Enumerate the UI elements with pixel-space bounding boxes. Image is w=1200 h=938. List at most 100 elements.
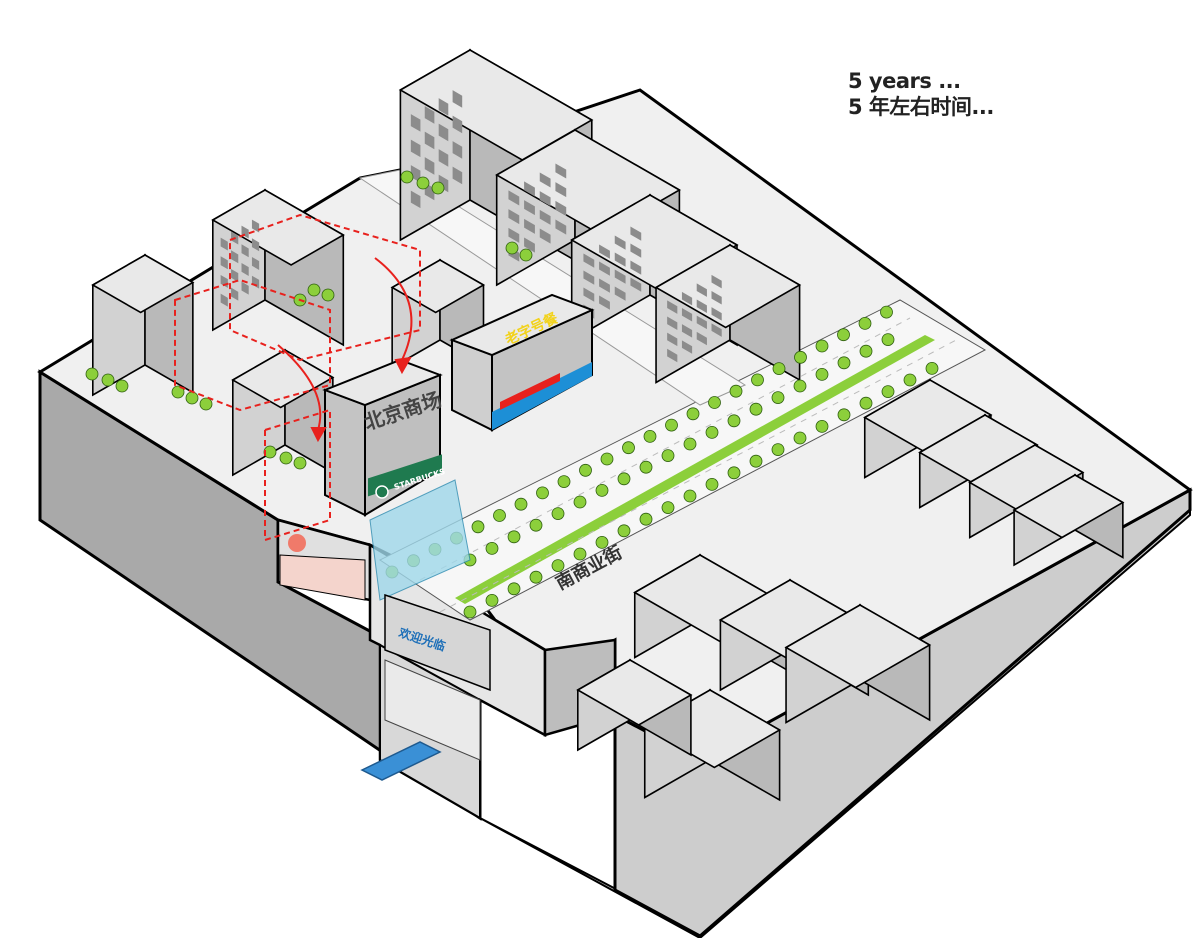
tree-icon — [793, 431, 807, 445]
building-window — [614, 286, 626, 301]
tree-icon — [321, 288, 335, 302]
tree-icon — [771, 443, 785, 457]
building-roof — [231, 349, 335, 409]
mall-building: 北京商场 STARBUCKS — [322, 358, 447, 517]
tree-icon — [665, 418, 678, 432]
tree-icon — [431, 181, 445, 195]
tree-icon — [279, 451, 293, 465]
tree-icon — [815, 419, 829, 433]
tree-icon — [595, 483, 609, 497]
tree-icon — [573, 547, 587, 561]
building-window — [696, 331, 707, 346]
road-lane-line — [439, 337, 961, 613]
tree-icon — [579, 463, 592, 477]
building-roof — [390, 259, 486, 314]
tree-icon — [771, 391, 785, 405]
building-window — [220, 293, 228, 307]
tree-icon — [837, 356, 851, 370]
arrow-curve — [277, 344, 322, 431]
building-window — [681, 340, 693, 354]
building-window — [452, 90, 463, 108]
tree-icon — [772, 362, 786, 376]
tree-icon — [661, 449, 675, 463]
building-window — [438, 149, 449, 167]
building-window — [410, 114, 421, 132]
building-window — [599, 295, 610, 310]
building-window — [241, 244, 249, 258]
tree-icon — [686, 407, 700, 421]
tree-icon — [708, 396, 721, 409]
building-roof — [968, 444, 1085, 511]
caption: 5 years ... 5 年左右时间... — [848, 68, 994, 120]
movement-arrows — [277, 257, 413, 443]
building-window — [555, 200, 567, 216]
building-window — [667, 332, 678, 347]
building-window — [220, 237, 228, 251]
building-window — [667, 316, 678, 330]
building-window — [424, 131, 435, 150]
building-window — [231, 250, 239, 264]
building-window — [630, 260, 642, 275]
building-roof — [576, 659, 693, 726]
building-window — [241, 262, 249, 276]
metro-section: 欢迎光临 — [279, 479, 491, 781]
tree-icon — [85, 367, 99, 381]
tree-icon — [837, 408, 851, 422]
building-window — [696, 299, 707, 314]
tree-icon — [859, 344, 873, 358]
building-window — [452, 166, 463, 185]
tree-icon — [115, 379, 129, 393]
building-window — [438, 98, 449, 116]
tree-icon — [793, 379, 807, 393]
main-road — [358, 169, 987, 621]
tree-icon — [507, 530, 521, 544]
tree-icon — [749, 402, 763, 416]
building-window — [614, 235, 626, 250]
building-window — [599, 261, 610, 276]
tree-icon — [925, 361, 939, 375]
building-window — [555, 163, 567, 179]
building-roof — [91, 254, 195, 314]
building-window — [220, 256, 228, 270]
building-window — [711, 274, 722, 289]
tree-icon — [751, 373, 764, 387]
metro-platform-floor — [384, 659, 481, 761]
building-window — [667, 348, 678, 363]
building-window — [524, 237, 535, 253]
building-window — [681, 291, 693, 306]
arrowhead-icon — [394, 356, 412, 375]
building-window — [583, 287, 595, 302]
tree-icon — [505, 241, 519, 255]
building-roof — [784, 604, 932, 689]
shop-building: 老字号餐 — [449, 293, 595, 432]
tree-icon — [881, 333, 895, 347]
tree-icon — [400, 170, 414, 184]
building-roof — [398, 49, 594, 161]
shop-blue-band — [492, 362, 592, 430]
tree-icon — [617, 472, 631, 486]
tree-icon — [727, 466, 741, 480]
tree-icon — [749, 454, 763, 468]
building-window — [696, 315, 707, 330]
building-window — [539, 228, 551, 244]
building-window — [539, 191, 551, 207]
tree-icon — [557, 475, 571, 489]
tree-icon — [881, 385, 895, 399]
tree-icon — [622, 441, 635, 455]
tree-icon — [171, 385, 185, 399]
tree-icon — [683, 489, 697, 503]
ghost-building-outline — [174, 278, 331, 412]
tree-icon — [573, 495, 587, 509]
building-window — [251, 256, 260, 270]
tree-icon — [485, 542, 499, 555]
tree-icon — [794, 350, 807, 364]
metro-concourse — [384, 593, 491, 692]
building-window — [630, 243, 642, 258]
building-roof — [654, 244, 802, 329]
tree-icon — [536, 486, 549, 500]
building-window — [555, 219, 567, 235]
building-window — [241, 281, 249, 295]
tree-icon — [307, 283, 321, 297]
tree-icon — [493, 509, 506, 522]
tree-icon — [485, 594, 499, 607]
